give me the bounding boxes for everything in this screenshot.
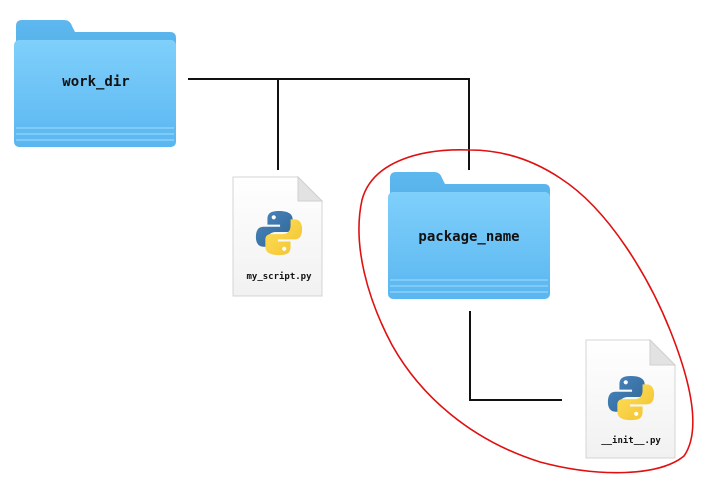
- python-file-icon: [232, 175, 324, 297]
- connector-root-to-children: [188, 78, 470, 170]
- folder-label-package-name: package_name: [418, 229, 519, 245]
- file-label-my-script: my_script.py: [246, 271, 312, 282]
- file-label-init: __init__.py: [601, 435, 661, 446]
- python-file-icon: [585, 338, 677, 459]
- folder-icon: [14, 20, 176, 147]
- connector-to-init: [469, 311, 562, 401]
- folder-label-work-dir: work_dir: [62, 74, 129, 90]
- file-init[interactable]: __init__.py: [585, 338, 677, 459]
- highlight-circle: [358, 149, 694, 474]
- folder-icon: [388, 172, 550, 299]
- file-my-script[interactable]: my_script.py: [232, 175, 324, 297]
- connector-lines: [188, 78, 562, 401]
- folder-package-name[interactable]: package_name: [388, 172, 550, 299]
- folder-work-dir[interactable]: work_dir: [14, 20, 176, 147]
